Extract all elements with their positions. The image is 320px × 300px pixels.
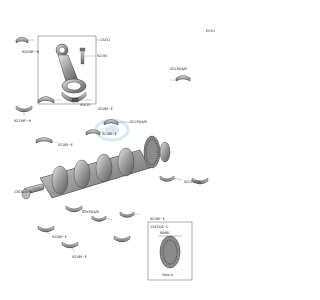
crank-gear [143,135,171,169]
label-92139f-h: 92139F~H [14,119,32,123]
rod-bearing-lower [37,96,55,104]
label-92180-e-c: 92180~E [58,143,73,147]
label-13031ac-left: 13031/A~C [14,190,33,194]
label-92015: 92015 [80,103,90,107]
label-92180-e-e: 92180~E [52,235,67,239]
bearing-shell-lower-a [159,175,175,182]
label-92150: 92150 [97,54,107,58]
label-92028f-h: 92028F~H [22,50,40,54]
bearing-shell-bottom-a [37,225,55,233]
label-92180-e-b: 92180~E [102,132,117,136]
bearing-shell-lower-d [119,211,135,218]
label-92180-e-a: 92180~E [98,107,113,111]
label-view-a: View A [162,273,174,277]
label-92139ab-right: 92139/A/B [184,180,201,184]
leader-lines [23,39,201,253]
bearing-shell-mid-a [103,119,119,126]
bearing-shell-mid-b [85,129,101,136]
crankshaft [21,135,171,200]
bearing-shell-lower-b [65,205,83,213]
bearing-shell-right-upper [175,75,191,82]
label-92139ab-upper: 92139/A/B [130,120,147,124]
bearing-shell-left [15,105,33,113]
rod-bearing-upper [15,36,29,44]
bearing-shell-bottom-c [113,235,131,243]
label-92180-e-d: 92180~E [150,217,165,221]
bearing-shell-right-mid [191,177,209,185]
rod-bolt [79,47,86,65]
label-13251: 13251 [100,38,110,42]
bearing-shell-mid-c [35,137,53,144]
label-92139ab-lower: 92139/A/B [82,210,99,214]
view-a-detail [147,221,193,281]
bearing-shell-bottom-b [61,241,79,249]
diagram-code: E051 [206,29,215,33]
rod-nut [71,97,79,103]
label-13031ac-right: 13031/A~C [150,225,169,229]
label-mark: MARK [160,231,170,235]
connecting-rod-group [37,35,97,105]
label-92180-e-f: 92180~E [72,255,87,259]
bearing-shell-lower-c [91,215,107,222]
parts-diagram: E051 [14,29,215,281]
label-92139ab-right-top: 92139/A/B [170,67,187,71]
exploded-view: E051 [14,29,215,281]
